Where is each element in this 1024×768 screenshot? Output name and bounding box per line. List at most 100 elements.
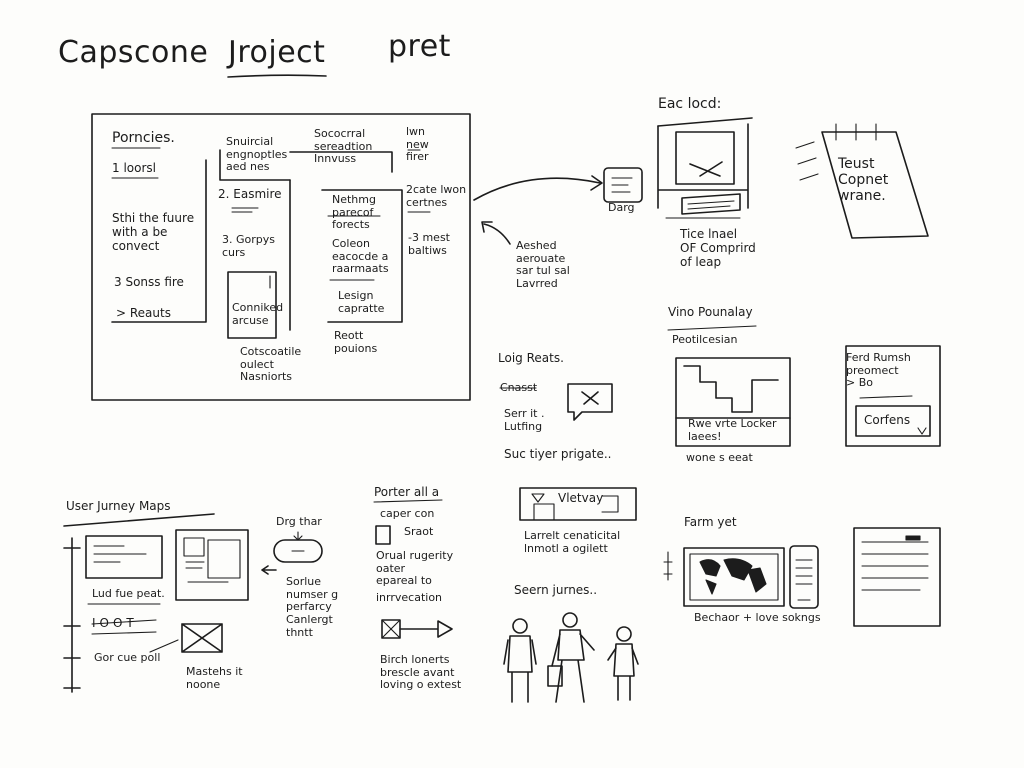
col1-bracket	[111, 159, 207, 323]
card-underline	[859, 395, 913, 399]
poster-arrow	[399, 620, 453, 638]
journey-axis	[63, 537, 81, 693]
poster-underline	[373, 499, 443, 503]
mid-right-subtitle: Peotilcesian	[672, 333, 738, 346]
poster-title: Porter all a	[374, 485, 440, 499]
list-doc-tag	[905, 535, 921, 541]
arrow-back	[483, 223, 511, 245]
motion-lines	[795, 141, 819, 181]
journey-card-2	[175, 529, 249, 601]
arrow-note-text: Aeshed aerouate sar tul sal Lavrred	[516, 239, 570, 290]
col2-bracket	[219, 149, 291, 181]
board-col3-box2: Coleon eacocde a raarmaats	[332, 237, 389, 276]
journey-cross-box	[181, 623, 223, 653]
board-col2-box-text: Conniked arcuse	[232, 301, 284, 327]
board-col2-top: Snuircial engnoptles aed nes	[226, 135, 288, 174]
board-col4-top: lwn new firer	[406, 125, 429, 164]
browser-brace	[533, 503, 555, 521]
board-col3-bottom: Reott pouions	[334, 329, 378, 355]
board-col3-box1: Nethmg parecof forects	[332, 193, 376, 232]
journey-caption1: Lud fue peat.	[92, 587, 165, 600]
keyboard	[681, 193, 741, 215]
col3-box	[321, 189, 403, 323]
board-col3-top: Sococrral sereadtion Innvuss	[314, 127, 373, 166]
title-word-1: Capscone	[58, 35, 209, 70]
top-right-title: Eac locd:	[658, 96, 722, 112]
monitor-cross	[689, 161, 723, 177]
browser-tri	[531, 493, 545, 503]
poster-smart: Sraot	[404, 525, 434, 538]
people-illustration	[503, 612, 639, 703]
speech-bubble	[567, 383, 613, 421]
mid-center-desc: Serr it . Lutfing	[504, 407, 545, 433]
mid-center-bottom: Suc tiyer prigate..	[504, 447, 612, 461]
arrow-back-head	[481, 221, 493, 233]
journey-drag-label: Drg thar	[276, 515, 322, 528]
stairs	[683, 365, 779, 413]
journey-card-1	[85, 535, 163, 579]
mid-right-caption: wone s eeat	[686, 451, 753, 464]
journey-title: User Jurney Maps	[66, 499, 171, 513]
paper-shape	[821, 131, 929, 239]
board-col1-item3: 3 Sonss fire	[114, 275, 184, 289]
mid-center-label: Cnasst	[500, 381, 538, 394]
bubble-cross	[581, 391, 599, 405]
board-col4-item3: -3 mest baltiws	[408, 231, 450, 257]
journey-caption2: Gor cue poll	[94, 651, 161, 664]
poster-sub: caper con	[380, 507, 435, 520]
poster-intro: inrrvecation	[376, 591, 443, 604]
mid-right-screen-text: Rwe vrte Locker laees!	[688, 417, 777, 443]
poster-bottom: Birch lonerts brescle avant loving o ext…	[380, 653, 462, 692]
browser-box-label: Vletvay	[558, 491, 604, 505]
board-col1-item4: > Reauts	[116, 306, 171, 320]
journey-underline	[63, 513, 215, 527]
board-col3-box3: Lesign capratte	[338, 289, 385, 315]
board-col4-item2: 2cate lwon certnes	[406, 183, 467, 209]
journey-arrow-left	[261, 565, 277, 575]
browser-brace-2	[601, 495, 619, 513]
drag-arrow	[293, 531, 303, 541]
main-board-frame	[91, 113, 471, 401]
mid-right-card-button[interactable]: Corfens	[864, 413, 911, 427]
bottom-center-caption: Larrelt cenaticital lnmotl a ogilett	[524, 529, 621, 555]
stair-screen-frame	[675, 357, 791, 447]
board-col2-item2: 2. Easmire	[218, 187, 282, 201]
bottom-right-title: Farm yet	[684, 515, 737, 529]
journey-box-caption: Mastehs it noone	[186, 665, 243, 691]
bottom-center-journeys: Seern jurnes..	[514, 583, 598, 597]
title-underline	[227, 74, 327, 78]
board-col1-para: Sthi the fuure with a be convect	[112, 211, 195, 253]
journey-icons	[91, 619, 157, 635]
board-col2-bottom: Cotscoatile oulect Nasniorts	[240, 345, 302, 384]
journey-annot: Sorlue numser g perfarcy Canlergt thntt	[286, 575, 339, 639]
card-frame	[845, 345, 941, 447]
col3-top-line	[289, 151, 393, 173]
poster-icon	[375, 525, 391, 545]
journey-card-2-inner	[183, 537, 205, 557]
monitor-frame	[657, 123, 749, 209]
mid-center-title: Loig Reats.	[498, 351, 564, 365]
mid-right-card-title: Ferd Rumsh preomect > Bo	[846, 351, 911, 390]
monitor-screen	[675, 131, 735, 185]
journey-connector	[149, 639, 179, 653]
title-word-3: pret	[388, 29, 451, 64]
mid-right-title: Vino Pounalay	[668, 305, 753, 319]
col2-box	[227, 271, 277, 339]
top-right-paper-text: Teust Copnet wrane.	[838, 156, 889, 205]
map-continents	[699, 558, 767, 595]
title-word-2: Jroject	[228, 35, 326, 70]
vino-underline	[667, 325, 757, 331]
device-icon-frame	[603, 167, 643, 203]
bottom-right-caption: Bechaor + love sokngs	[694, 611, 821, 624]
phone-frame	[789, 545, 819, 609]
journey-icons-label: IOOT	[92, 616, 138, 630]
top-right-caption: Tice lnael OF Comprird of leap	[680, 227, 756, 269]
board-col2-item3: 3. Gorpys curs	[222, 233, 275, 259]
poster-desc: Orual rugerity oater epareal to	[376, 549, 454, 588]
monitor-top-line	[657, 117, 753, 127]
card-button-frame	[855, 405, 931, 437]
board-col1-heading: Porncies.	[112, 130, 175, 146]
list-doc	[853, 527, 941, 627]
arrow-to-device-head	[590, 175, 603, 191]
